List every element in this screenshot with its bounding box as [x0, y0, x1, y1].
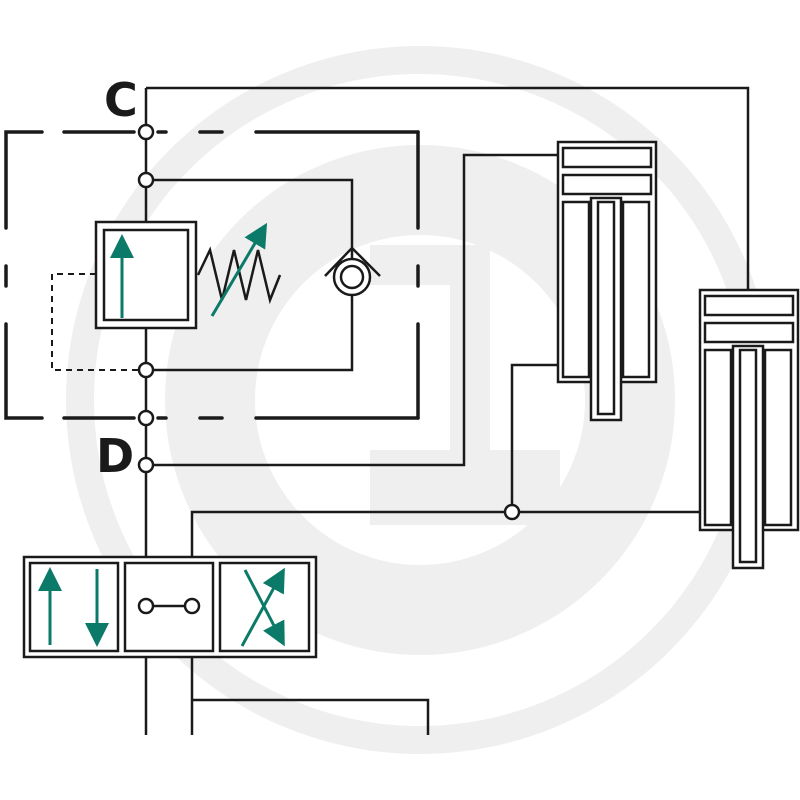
node	[183, 597, 201, 615]
valve-block-housing	[4, 130, 420, 420]
node	[137, 171, 155, 189]
node	[137, 597, 155, 615]
hydraulic-cylinder-1	[556, 140, 658, 422]
port-d-label: D	[96, 429, 134, 483]
node	[503, 503, 521, 521]
flow-arrow-cross-2	[243, 569, 285, 647]
hydraulic-cylinder-2	[698, 288, 800, 570]
pressure-relief-valve	[94, 220, 198, 330]
check-valve	[324, 246, 381, 297]
node	[137, 361, 155, 379]
node	[137, 409, 155, 427]
connection-nodes	[137, 123, 521, 615]
node	[137, 456, 155, 474]
flow-arrow-cross-1	[240, 567, 285, 647]
adjustment-spring	[196, 222, 282, 317]
pilot-line	[51, 273, 146, 371]
port-c-label: C	[104, 73, 138, 127]
node	[137, 123, 155, 141]
directional-control-valve	[22, 555, 318, 659]
adjustable-arrow	[210, 222, 268, 317]
hydraulic-lines	[144, 86, 750, 735]
